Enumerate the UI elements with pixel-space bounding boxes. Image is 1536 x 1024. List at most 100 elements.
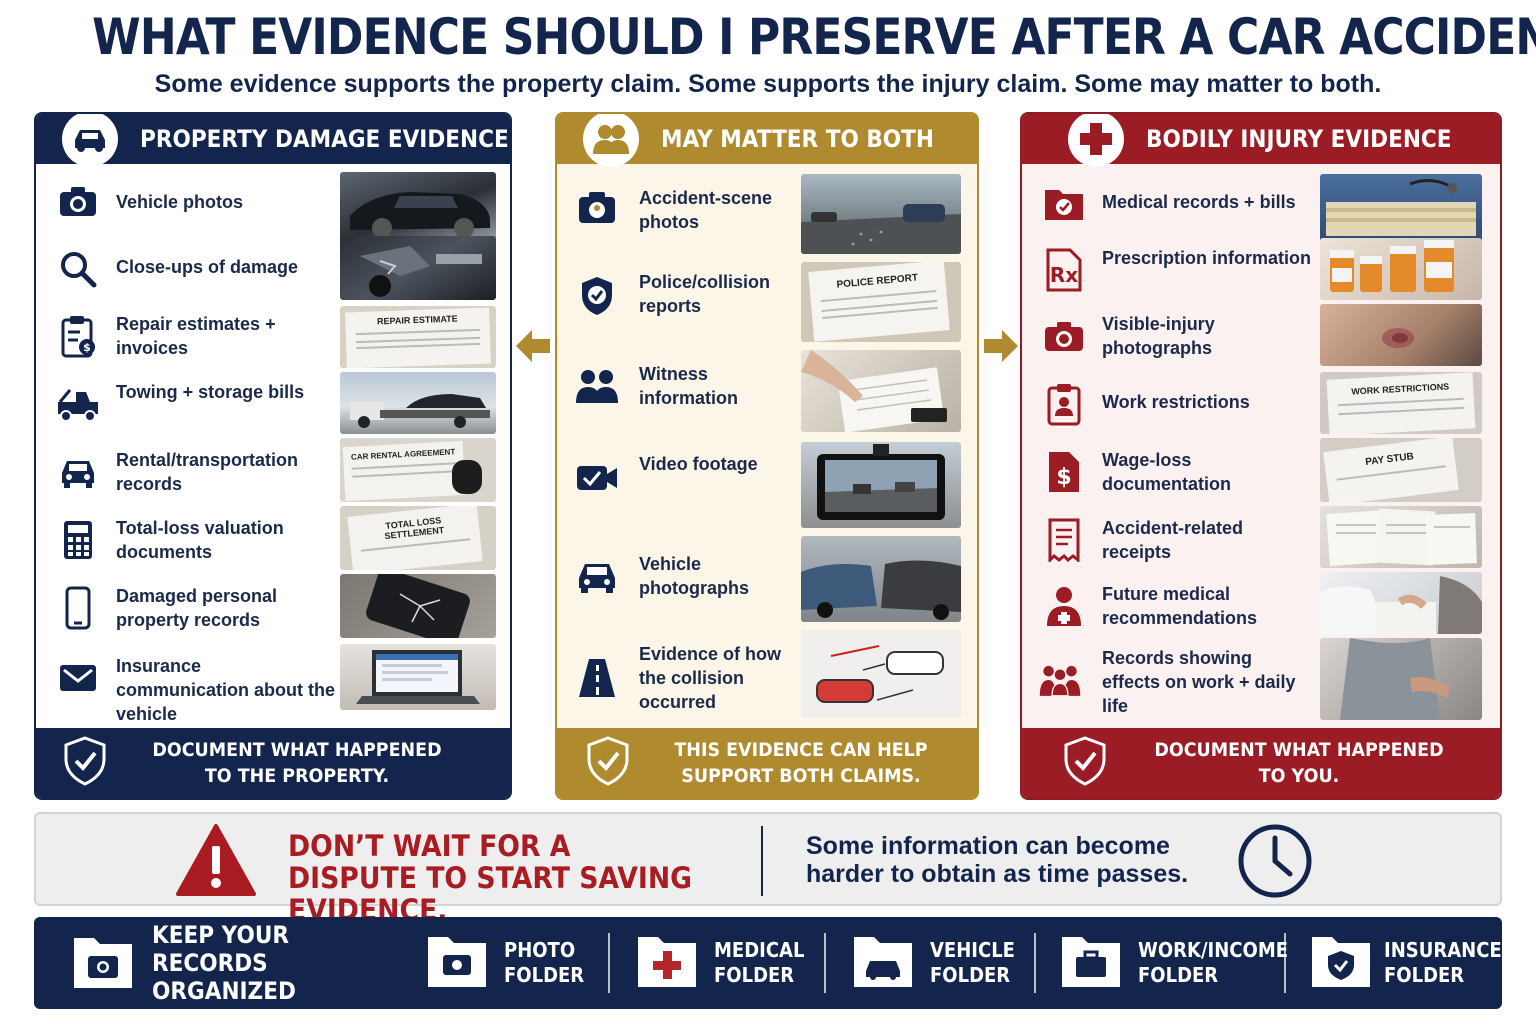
shield-check-icon <box>585 735 631 792</box>
repair-estimate-photo: REPAIR ESTIMATE <box>340 306 496 368</box>
list-item: Vehicle photographs <box>557 530 977 626</box>
collision-diagram-photo <box>801 630 961 718</box>
witness-notes-photo <box>801 350 961 432</box>
property-damage-header: PROPERTY DAMAGE EVIDENCE <box>36 114 510 167</box>
prescription-bottles-photo <box>1320 238 1482 300</box>
item-label: Towing + storage bills <box>116 382 305 402</box>
medical-records-photo <box>1320 174 1482 242</box>
may-matter-to-both-footer-text: THIS EVIDENCE CAN HELP SUPPORT BOTH CLAI… <box>674 739 928 787</box>
item-label: Accident-scene photos <box>639 188 773 232</box>
item-label: Video footage <box>639 454 758 474</box>
svg-text:Rx: Rx <box>1050 263 1078 287</box>
camera-icon <box>1042 314 1086 358</box>
item-label: Medical records + bills <box>1102 192 1296 212</box>
item-label: Vehicle photographs <box>639 554 749 598</box>
list-item: Rx Prescription information <box>1022 236 1500 302</box>
clipboard-person-icon <box>1042 382 1086 426</box>
rental-agreement-photo: CAR RENTAL AGREEMENT <box>340 438 496 502</box>
item-label: Witness information <box>639 364 738 408</box>
item-label: Evidence of how the collision occurred <box>639 644 782 712</box>
svg-text:$: $ <box>83 341 91 354</box>
video-camera-icon <box>575 456 619 500</box>
insurance-folder-icon <box>1310 933 1372 994</box>
car-icon <box>56 450 100 494</box>
divider <box>608 933 610 993</box>
item-label: Police/collision reports <box>639 272 771 316</box>
divider <box>824 933 826 993</box>
photo-caption: POLICE REPORT <box>836 272 919 291</box>
item-label: Prescription information <box>1102 248 1312 268</box>
road-icon <box>575 656 619 700</box>
list-item: Total-loss valuation documents TOTAL LOS… <box>36 506 510 574</box>
property-damage-column: PROPERTY DAMAGE EVIDENCE Vehicle photos … <box>34 112 512 800</box>
list-item: Insurance communication about the vehicl… <box>36 644 510 724</box>
work-restrictions-photo: WORK RESTRICTIONS <box>1320 372 1482 434</box>
bodily-injury-heading: BODILY INJURY EVIDENCE <box>1146 125 1452 153</box>
list-item: Rental/transportation records CAR RENTAL… <box>36 438 510 506</box>
may-matter-to-both-header: MAY MATTER TO BOTH <box>557 114 977 167</box>
medical-folder-label: MEDICAL FOLDER <box>714 938 805 987</box>
clock-icon <box>1236 822 1314 905</box>
property-damage-footer-text: DOCUMENT WHAT HAPPENED TO THE PROPERTY. <box>152 739 442 787</box>
clipboard-dollar-icon: $ <box>56 314 100 358</box>
camera-icon <box>56 179 100 223</box>
damage-closeup-photo <box>340 236 496 300</box>
keep-organized-label: KEEP YOUR RECORDS ORGANIZED <box>152 921 296 1005</box>
item-label: Work restrictions <box>1102 392 1250 412</box>
divider <box>1284 933 1286 993</box>
list-item: Close-ups of damage <box>36 236 510 302</box>
vehicle-folder-icon <box>852 933 914 994</box>
police-badge-icon <box>575 274 619 318</box>
briefcase-folder-icon <box>1060 933 1122 994</box>
back-pain-photo <box>1320 638 1482 720</box>
accident-scene-photo <box>801 174 961 254</box>
pay-stub-photo: PAY STUB <box>1320 438 1482 502</box>
camera-pin-icon <box>575 186 619 230</box>
medical-cross-badge-icon <box>1068 114 1124 167</box>
item-label: Repair estimates + invoices <box>116 314 276 358</box>
photo-folder-label: PHOTO FOLDER <box>504 938 585 987</box>
arrow-right-icon <box>982 328 1020 364</box>
item-label: Close-ups of damage <box>116 257 299 277</box>
medical-folder-icon <box>1042 182 1086 226</box>
work-income-folder-label: WORK/INCOME FOLDER <box>1138 938 1289 987</box>
magnifier-icon <box>56 247 100 291</box>
photo-folder-item: PHOTO FOLDER <box>426 917 594 1009</box>
list-item: Vehicle photos <box>36 168 510 242</box>
vehicle-folder-item: VEHICLE FOLDER <box>852 917 1030 1009</box>
phone-icon <box>56 586 100 630</box>
dispute-alert-banner: DON’T WAIT FOR A DISPUTE TO START SAVING… <box>34 812 1502 926</box>
police-report-photo: POLICE REPORT <box>801 262 961 342</box>
item-label: Vehicle photos <box>116 192 244 212</box>
list-item: Work restrictions WORK RESTRICTIONS <box>1022 370 1500 438</box>
list-item: Police/collision reports POLICE REPORT <box>557 256 977 346</box>
vehicle-folder-label: VEHICLE FOLDER <box>930 938 1015 987</box>
property-damage-footer: DOCUMENT WHAT HAPPENED TO THE PROPERTY. <box>36 728 510 798</box>
list-item: $ Wage-loss documentation PAY STUB <box>1022 438 1500 506</box>
may-matter-to-both-column: MAY MATTER TO BOTH Accident-scene photos… <box>555 112 979 800</box>
medical-folder-item: MEDICAL FOLDER <box>636 917 814 1009</box>
records-organized-bar: KEEP YOUR RECORDS ORGANIZED PHOTO FOLDER… <box>34 917 1502 1009</box>
list-item: Future medical recommendations <box>1022 572 1500 638</box>
page-subtitle: Some evidence supports the property clai… <box>154 70 1382 98</box>
visible-injury-photo <box>1320 304 1482 366</box>
vehicle-photo <box>340 172 496 242</box>
calculator-icon <box>56 518 100 562</box>
alert-divider <box>761 826 763 896</box>
total-loss-photo: TOTAL LOSS SETTLEMENT <box>340 506 496 570</box>
family-icon <box>1038 658 1082 702</box>
laptop-email-photo <box>340 644 496 710</box>
people-badge-icon <box>583 114 639 167</box>
shield-check-icon <box>1062 735 1108 792</box>
dollar-document-icon: $ <box>1042 450 1086 494</box>
insurance-folder-label: INSURANCE FOLDER <box>1384 938 1502 987</box>
list-item: Video footage <box>557 436 977 530</box>
camera-folder-icon <box>72 932 134 995</box>
list-item: $ Repair estimates + invoices REPAIR EST… <box>36 302 510 370</box>
envelope-icon <box>56 656 100 700</box>
rx-icon: Rx <box>1042 248 1086 292</box>
page-title: WHAT EVIDENCE SHOULD I PRESERVE AFTER A … <box>92 8 1536 66</box>
divider <box>1034 933 1036 993</box>
item-label: Accident-related receipts <box>1102 518 1244 562</box>
item-label: Wage-loss documentation <box>1102 450 1231 494</box>
